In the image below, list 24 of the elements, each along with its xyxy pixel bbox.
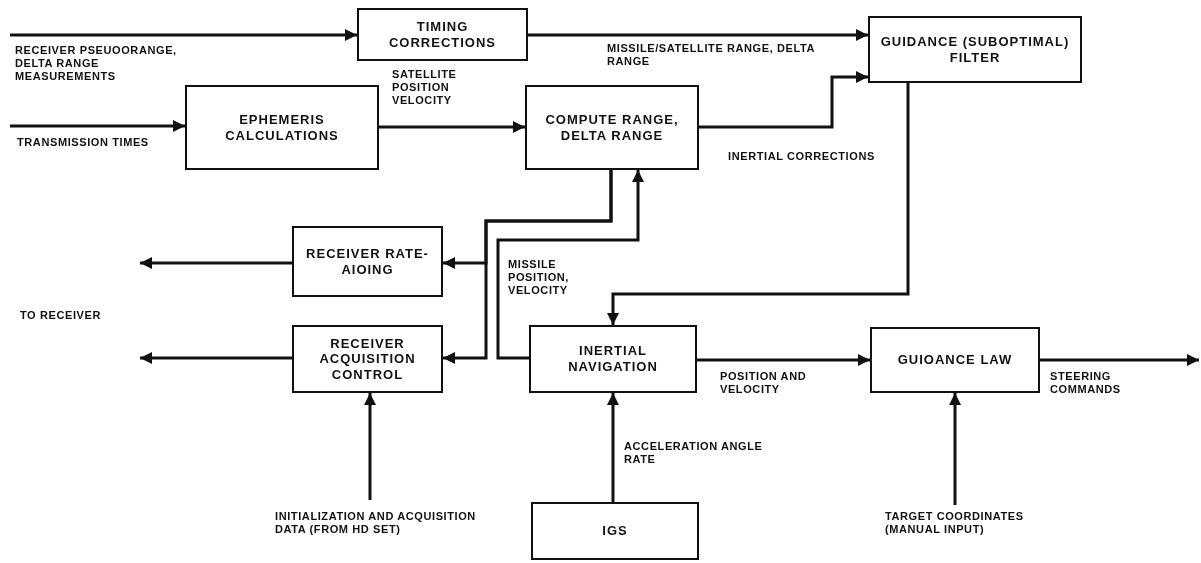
arrow bbox=[607, 83, 910, 325]
process-box: INERTIAL NAVIGATION bbox=[529, 325, 697, 393]
arrow bbox=[140, 352, 292, 364]
process-box: RECEIVER ACQUISITION CONTROL bbox=[292, 325, 443, 393]
arrow bbox=[10, 29, 357, 41]
arrow bbox=[443, 170, 613, 364]
process-box: EPHEMERIS CALCULATIONS bbox=[185, 85, 379, 170]
process-box: GUIDANCE (SUBOPTIMAL) FILTER bbox=[868, 16, 1082, 83]
arrow bbox=[699, 71, 868, 129]
arrow bbox=[607, 393, 619, 502]
arrow bbox=[364, 393, 376, 500]
arrow bbox=[949, 393, 961, 505]
process-box: IGS bbox=[531, 502, 699, 560]
arrow bbox=[379, 121, 525, 133]
process-box: TIMING CORRECTIONS bbox=[357, 8, 528, 61]
arrow bbox=[528, 29, 868, 41]
arrow bbox=[697, 354, 870, 366]
process-box: RECEIVER RATE-AIOING bbox=[292, 226, 443, 297]
arrow bbox=[1040, 354, 1199, 366]
arrow bbox=[496, 170, 644, 360]
process-box: GUIOANCE LAW bbox=[870, 327, 1040, 393]
arrow bbox=[10, 120, 185, 132]
process-box: COMPUTE RANGE, DELTA RANGE bbox=[525, 85, 699, 170]
arrow bbox=[140, 257, 292, 269]
